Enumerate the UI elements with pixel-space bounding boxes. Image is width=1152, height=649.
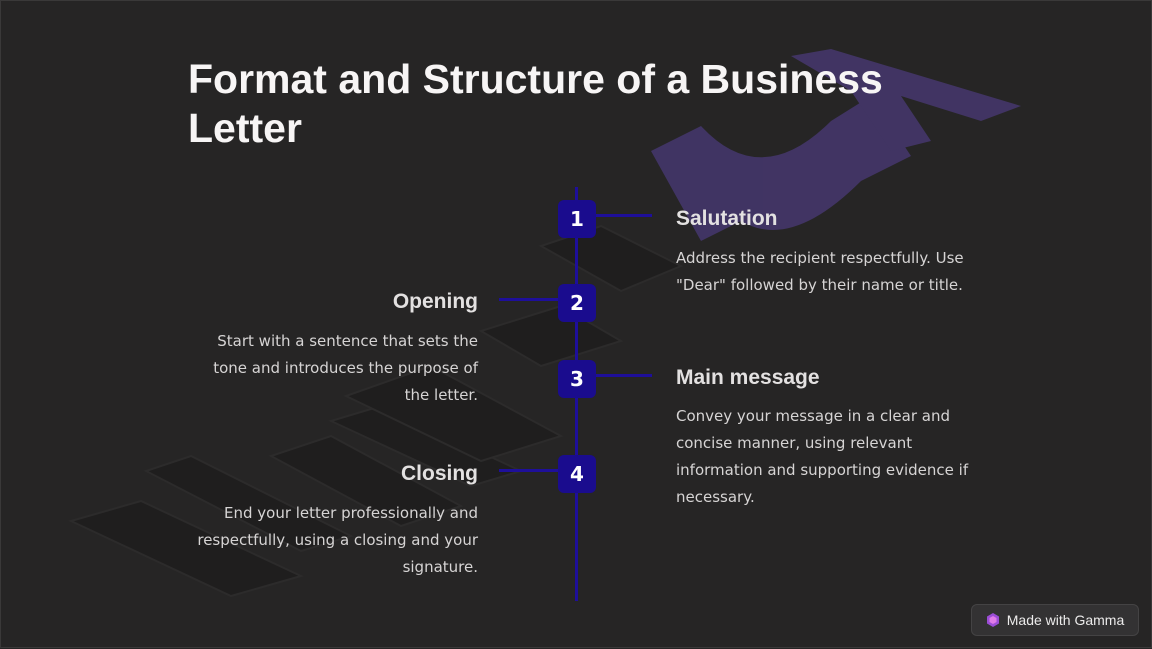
step-2-body: Start with a sentence that sets the tone…	[213, 332, 478, 404]
step-3-title: Main message	[676, 366, 820, 389]
gamma-logo-icon	[986, 613, 999, 627]
badge-label: Made with Gamma	[1006, 612, 1125, 628]
step-1-title: Salutation	[676, 207, 778, 230]
step-3-marker: 3	[558, 360, 596, 398]
step-1-marker: 1	[558, 200, 596, 238]
step-4-marker: 4	[558, 455, 596, 493]
connector-3	[578, 374, 652, 377]
made-with-gamma-button[interactable]: Made with Gamma	[971, 604, 1139, 636]
step-4-title: Closing	[401, 462, 478, 485]
step-1-body: Address the recipient respectfully. Use …	[676, 249, 964, 294]
step-2-marker: 2	[558, 284, 596, 322]
connector-2	[499, 298, 575, 301]
connector-1	[578, 214, 652, 217]
step-3-body: Convey your message in a clear and conci…	[676, 407, 969, 506]
page-title: Format and Structure of a Business Lette…	[188, 56, 883, 151]
step-4-body: End your letter professionally and respe…	[197, 504, 478, 576]
step-2-title: Opening	[392, 290, 478, 313]
connector-4	[499, 469, 575, 472]
